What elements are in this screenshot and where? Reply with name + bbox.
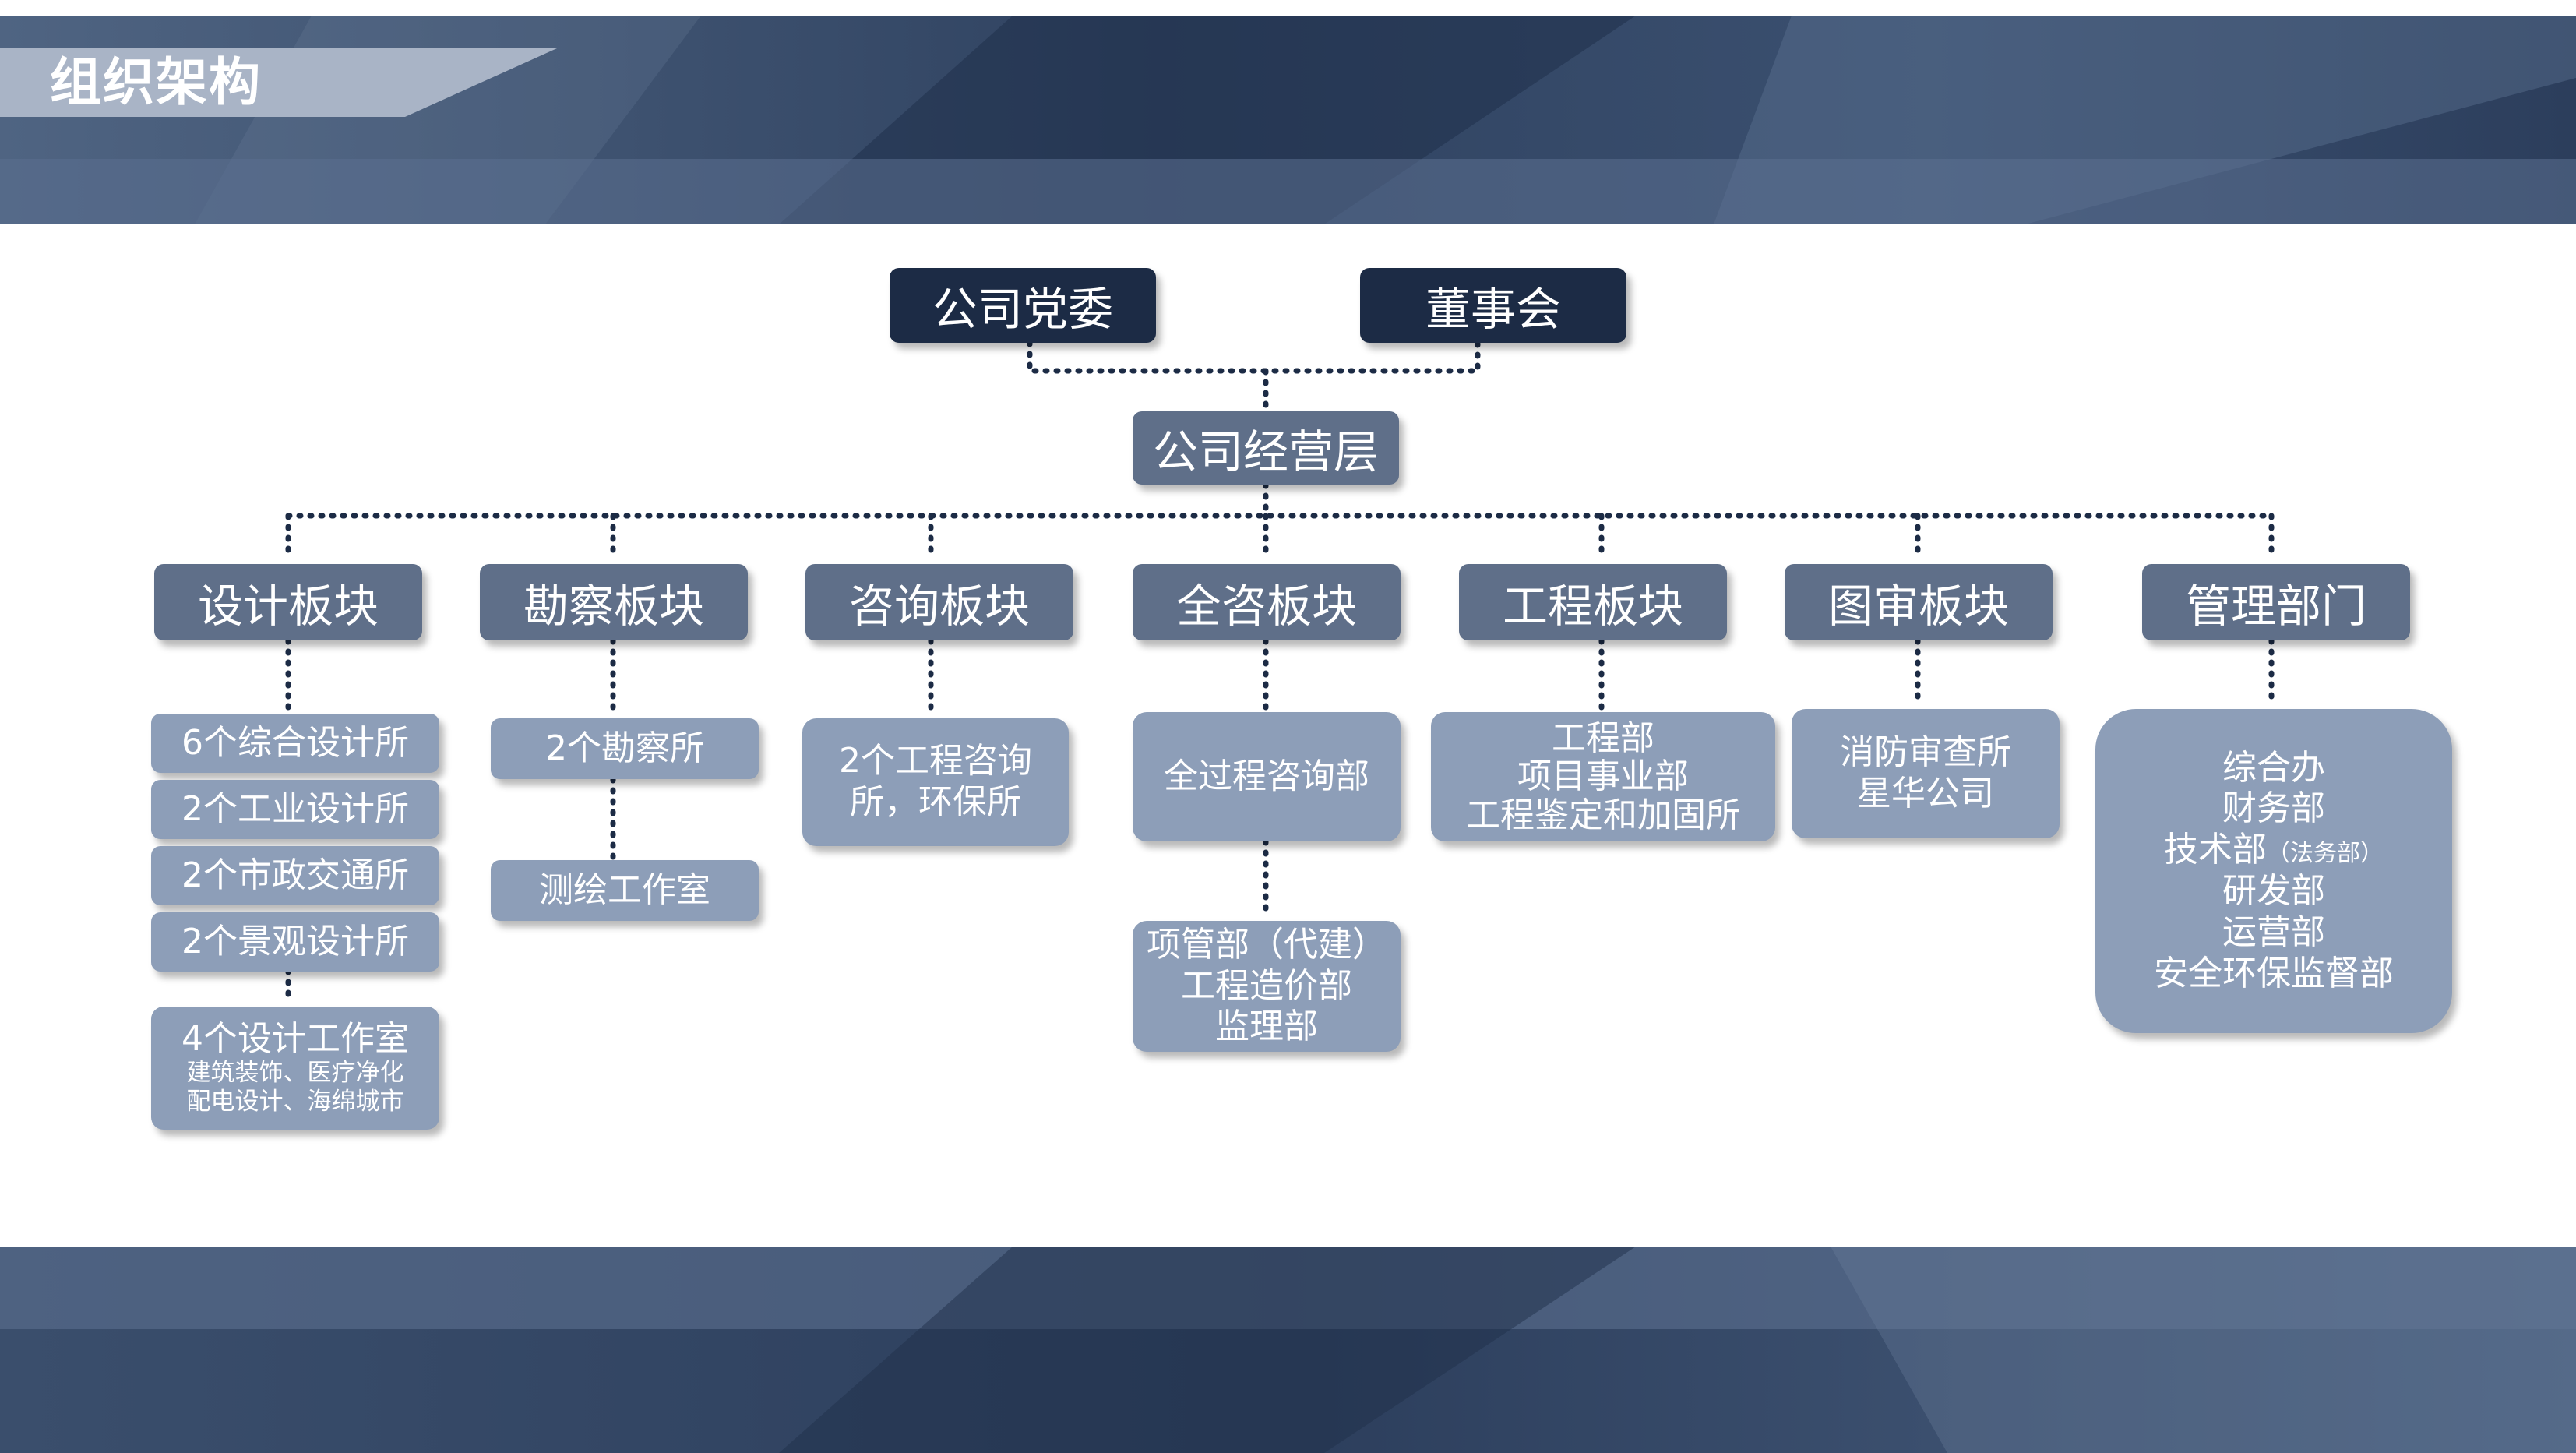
mgmt-line-1: 综合办 — [2222, 747, 2325, 788]
full-sub-line-1: 项管部（代建） — [1147, 924, 1387, 965]
review-line-1: 消防审查所 — [1840, 732, 2011, 773]
engineering-line-2: 项目事业部 — [1517, 756, 1689, 797]
unit-full-sub: 项管部（代建） 工程造价部 监理部 — [1133, 921, 1401, 1052]
mgmt-line-2: 财务部 — [2222, 788, 2325, 829]
board-box: 董事会 — [1360, 268, 1626, 343]
segment-consulting: 咨询板块 — [805, 564, 1073, 640]
review-line-2: 星华公司 — [1857, 774, 1994, 813]
mgmt-line-4: 研发部 — [2222, 871, 2325, 911]
unit-consulting: 2个工程咨询 所，环保所 — [802, 718, 1069, 846]
unit-design-3: 2个市政交通所 — [151, 846, 439, 905]
mgmt-tech-label: 技术部 — [2164, 830, 2267, 870]
unit-survey-1: 2个勘察所 — [491, 718, 759, 779]
full-sub-line-2: 工程造价部 — [1181, 965, 1352, 1006]
mgmt-line-6: 安全环保监督部 — [2154, 953, 2394, 993]
unit-design-studio: 4个设计工作室 建筑装饰、医疗净化 配电设计、海绵城市 — [151, 1007, 439, 1130]
unit-survey-2: 测绘工作室 — [491, 860, 759, 921]
title-ribbon — [0, 48, 557, 117]
segment-survey: 勘察板块 — [480, 564, 748, 640]
unit-management: 综合办 财务部 技术部（法务部） 研发部 运营部 安全环保监督部 — [2095, 709, 2452, 1033]
engineering-line-1: 工程部 — [1552, 718, 1654, 759]
management-box: 公司经营层 — [1133, 411, 1399, 485]
unit-design-2: 2个工业设计所 — [151, 780, 439, 839]
mgmt-legal-note: （法务部） — [2267, 840, 2384, 868]
bottom-banner — [0, 1247, 2576, 1453]
segment-management: 管理部门 — [2142, 564, 2410, 640]
segment-engineering: 工程板块 — [1459, 564, 1727, 640]
page-title: 组织架构 — [50, 52, 262, 112]
party-committee-box: 公司党委 — [890, 268, 1156, 343]
studio-line-2: 配电设计、海绵城市 — [186, 1088, 404, 1116]
segment-full-consulting: 全咨板块 — [1133, 564, 1401, 640]
unit-drawing-review: 消防审查所 星华公司 — [1792, 709, 2060, 838]
mgmt-line-5: 运营部 — [2222, 912, 2325, 952]
unit-design-4: 2个景观设计所 — [151, 912, 439, 972]
engineering-line-3: 工程鉴定和加固所 — [1466, 795, 1740, 835]
top-banner — [0, 16, 2576, 224]
studio-line-1: 建筑装饰、医疗净化 — [186, 1059, 404, 1088]
unit-full-process: 全过程咨询部 — [1133, 712, 1401, 841]
consulting-line-1: 2个工程咨询 — [839, 741, 1032, 781]
studio-title: 4个设计工作室 — [181, 1018, 409, 1059]
segment-drawing-review: 图审板块 — [1785, 564, 2053, 640]
unit-engineering: 工程部 项目事业部 工程鉴定和加固所 — [1431, 712, 1775, 841]
full-sub-line-3: 监理部 — [1215, 1007, 1318, 1047]
mgmt-line-3: 技术部（法务部） — [2164, 830, 2384, 871]
unit-design-1: 6个综合设计所 — [151, 714, 439, 773]
segment-design: 设计板块 — [154, 564, 422, 640]
consulting-line-2: 所，环保所 — [850, 782, 1021, 822]
